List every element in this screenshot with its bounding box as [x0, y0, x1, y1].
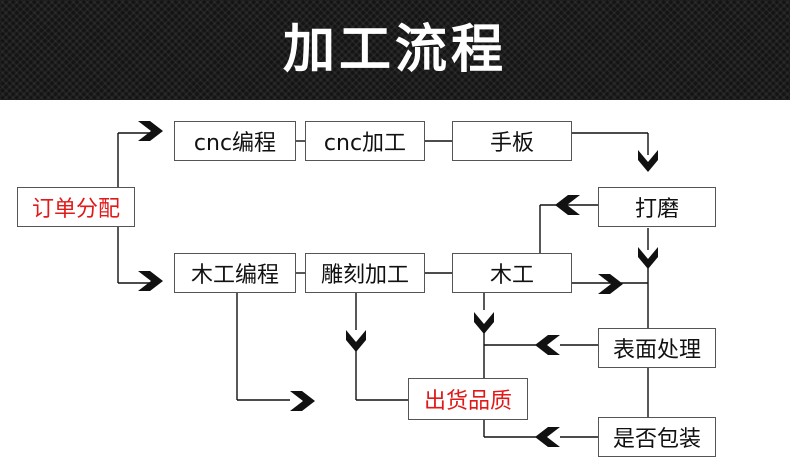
arrow-left-icon	[535, 427, 560, 447]
page-title: 加工流程	[282, 20, 507, 80]
node-cnc-programming: cnc编程	[174, 121, 296, 161]
node-packaging: 是否包装	[598, 417, 716, 457]
arrow-right-icon	[138, 271, 163, 291]
header-banner	[0, 0, 790, 100]
arrow-right-icon	[598, 274, 623, 294]
arrow-down-icon	[638, 247, 658, 269]
node-surface-treatment: 表面处理	[598, 328, 716, 368]
arrow-down-icon	[346, 330, 366, 352]
arrow-down-icon	[638, 150, 658, 172]
arrow-left-icon	[555, 195, 580, 215]
arrow-down-icon	[474, 312, 494, 334]
node-grinding: 打磨	[598, 187, 716, 227]
node-cnc-machining: cnc加工	[305, 121, 425, 161]
arrow-left-icon	[535, 335, 560, 355]
node-carving: 雕刻加工	[305, 253, 425, 293]
node-woodwork: 木工	[452, 253, 572, 293]
node-hand-sample: 手板	[452, 121, 572, 161]
node-wood-programming: 木工编程	[174, 253, 296, 293]
node-order-allocation: 订单分配	[17, 187, 135, 227]
node-shipping-quality: 出货品质	[408, 378, 528, 420]
arrow-right-icon	[138, 121, 163, 141]
arrow-right-icon	[290, 391, 315, 411]
